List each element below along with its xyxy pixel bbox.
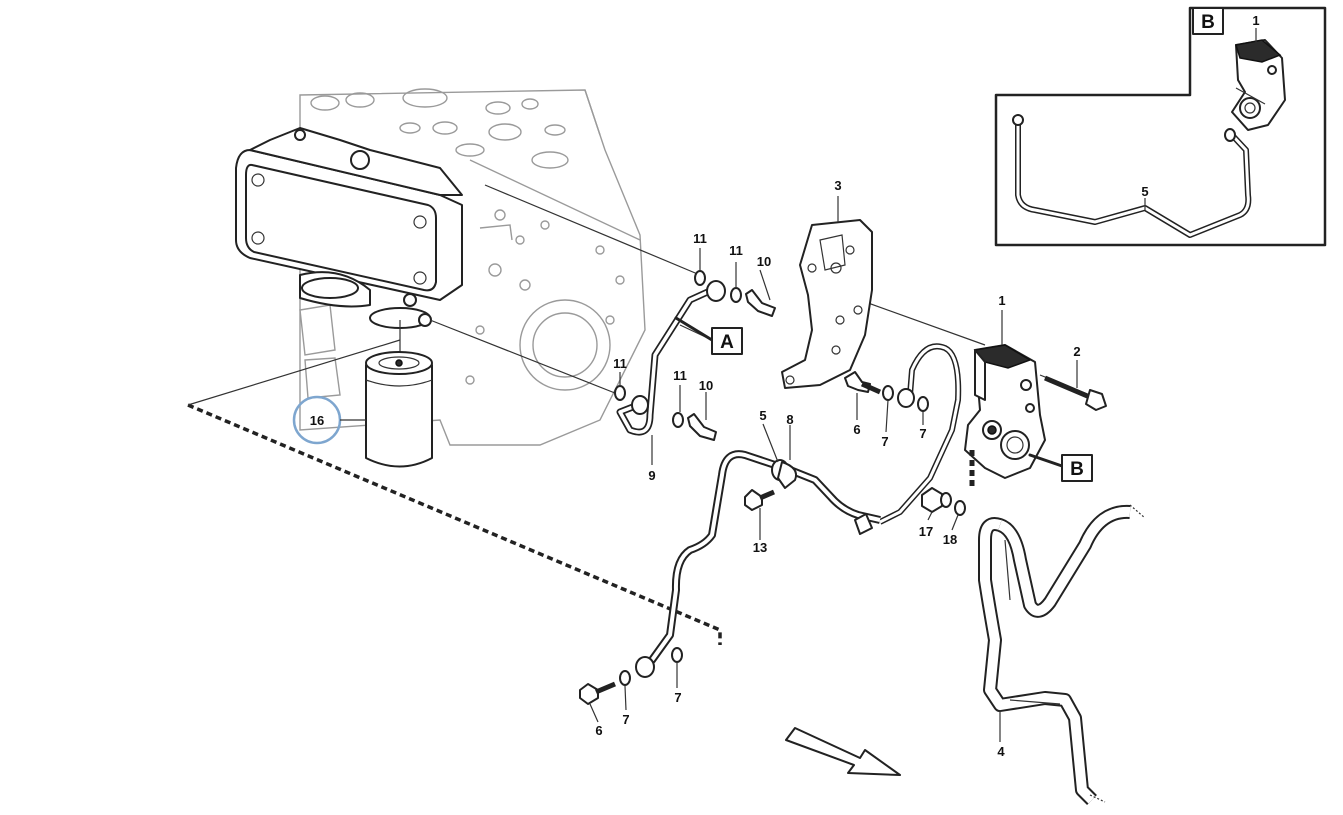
fitting-17 xyxy=(921,487,952,513)
bolt-13 xyxy=(744,489,775,511)
callout-5: 5 xyxy=(759,408,766,423)
view-label-a-text: A xyxy=(720,332,734,353)
callout-10-a: 10 xyxy=(757,254,771,269)
callout-7-c: 7 xyxy=(622,712,629,727)
bracket-3 xyxy=(781,219,873,389)
callout-numbers: 11 11 10 3 1 2 11 11 10 9 6 7 7 5 8 13 1… xyxy=(310,13,1260,759)
fasteners-upper xyxy=(614,270,776,441)
callout-17: 17 xyxy=(919,524,933,539)
callout-4: 4 xyxy=(997,744,1005,759)
callout-11-a: 11 xyxy=(693,231,707,246)
callout-5-inset: 5 xyxy=(1141,184,1148,199)
pipe-5 xyxy=(635,450,881,678)
callout-1: 1 xyxy=(998,293,1005,308)
direction-arrow-icon xyxy=(785,727,901,776)
belt-4 xyxy=(978,504,1146,805)
hose-9 xyxy=(616,280,726,436)
inset-detail-b: B xyxy=(994,6,1327,247)
callout-1-inset: 1 xyxy=(1252,13,1259,28)
callout-11-b: 11 xyxy=(729,243,743,258)
fasteners-lower xyxy=(579,647,683,705)
callout-2: 2 xyxy=(1073,344,1080,359)
callout-9: 9 xyxy=(648,468,655,483)
washer-18 xyxy=(954,500,966,516)
oil-filter xyxy=(365,320,433,468)
clamp-8 xyxy=(777,461,798,489)
callout-16: 16 xyxy=(310,413,324,428)
oil-cooler xyxy=(235,127,463,329)
callout-8: 8 xyxy=(786,412,793,427)
callout-6-a: 6 xyxy=(853,422,860,437)
sensor-pipe xyxy=(844,343,962,525)
callout-13: 13 xyxy=(753,540,767,555)
callout-leaders xyxy=(589,28,1257,742)
inset-label-b-text: B xyxy=(1201,12,1215,33)
view-label-a: A xyxy=(674,316,743,355)
callout-3: 3 xyxy=(834,178,841,193)
bolt-2 xyxy=(1039,374,1107,411)
callout-7-b: 7 xyxy=(919,426,926,441)
callout-7-d: 7 xyxy=(674,690,681,705)
callout-11-d: 11 xyxy=(673,368,687,383)
callout-10-b: 10 xyxy=(699,378,713,393)
view-label-b: B xyxy=(1028,453,1093,482)
callout-6-b: 6 xyxy=(595,723,602,738)
callout-7-a: 7 xyxy=(881,434,888,449)
callout-11-c: 11 xyxy=(613,356,627,371)
callout-18: 18 xyxy=(943,532,957,547)
tensioner-1 xyxy=(964,344,1046,490)
view-label-b-text: B xyxy=(1070,459,1084,480)
dashed-boundary xyxy=(187,403,722,645)
